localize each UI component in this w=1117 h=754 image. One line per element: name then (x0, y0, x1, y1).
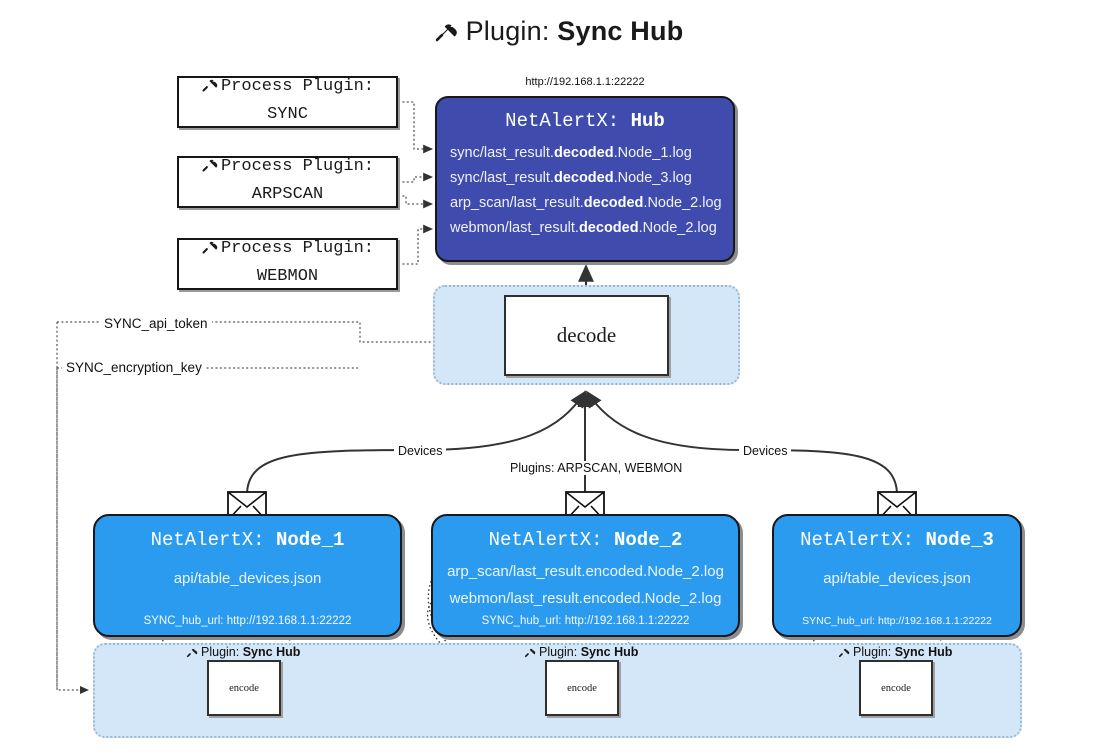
node-line: api/table_devices.json (173, 570, 322, 587)
plug-icon (524, 645, 537, 661)
node-box-node-3[interactable]: NetAlertX: Node_3 api/table_devices.json… (772, 514, 1022, 637)
process-plugin-label: Process Plugin: (220, 157, 375, 177)
node-title: NetAlertX: Node_3 (800, 529, 994, 551)
plug-icon (186, 645, 199, 661)
hub-log-line: arp_scan/last_result.decoded.Node_2.log (450, 195, 722, 211)
node-title: NetAlertX: Node_2 (488, 529, 683, 551)
secret-label-encryption-key: SYNC_encryption_key (62, 360, 206, 375)
hub-log-line: webmon/last_result.decoded.Node_2.log (450, 220, 717, 236)
node-line: webmon/last_result.encoded.Node_2.log (449, 590, 722, 607)
plug-icon (434, 17, 460, 50)
hub-url-label: http://192.168.1.1:22222 (525, 76, 645, 88)
edge-label-devices-left: Devices (394, 444, 447, 458)
encode-box-2[interactable]: encode (545, 660, 619, 716)
hub-title-name: Hub (630, 110, 665, 132)
node-line: api/table_devices.json (823, 570, 971, 587)
node-foot: SYNC_hub_url: http://192.168.1.1:22222 (143, 615, 352, 627)
process-plugin-value: SYNC (267, 105, 308, 124)
plug-icon (838, 645, 851, 661)
plug-icon (201, 154, 220, 183)
node-foot: SYNC_hub_url: http://192.168.1.1:22222 (802, 615, 992, 627)
hub-log-line: sync/last_result.decoded.Node_1.log (450, 145, 692, 161)
title-name: Sync Hub (557, 16, 684, 46)
edge-label-devices-right: Devices (739, 444, 792, 458)
encode-box-1[interactable]: encode (207, 660, 281, 716)
node-line: arp_scan/last_result.encoded.Node_2.log (447, 563, 724, 580)
hub-log-line: sync/last_result.decoded.Node_3.log (450, 170, 692, 186)
node-foot: SYNC_hub_url: http://192.168.1.1:22222 (481, 615, 690, 627)
encoder-caption-3: Plugin: Sync Hub (838, 645, 952, 661)
process-plugin-box-arpscan[interactable]: Process Plugin: ARPSCAN (177, 156, 398, 208)
process-plugin-box-sync[interactable]: Process Plugin: SYNC (177, 76, 398, 128)
encode-box-3[interactable]: encode (859, 660, 933, 716)
process-plugin-label: Process Plugin: (220, 77, 375, 97)
edge-label-plugins-center: Plugins: ARPSCAN, WEBMON (506, 461, 687, 475)
decode-box[interactable]: decode (504, 295, 669, 376)
node-box-node-1[interactable]: NetAlertX: Node_1 api/table_devices.json… (93, 514, 402, 637)
process-plugin-value: ARPSCAN (251, 185, 324, 204)
node-box-node-2[interactable]: NetAlertX: Node_2 arp_scan/last_result.e… (431, 514, 740, 637)
process-plugin-value: WEBMON (256, 267, 319, 286)
hub-log-list: sync/last_result.decoded.Node_1.log sync… (437, 141, 733, 241)
hub-title-prefix: NetAlertX: (505, 110, 620, 132)
title-prefix: Plugin: (465, 16, 550, 46)
secret-label-api-token: SYNC_api_token (100, 316, 212, 331)
hub-title: NetAlertX: Hub (437, 110, 733, 132)
encoder-caption-1: Plugin: Sync Hub (186, 645, 300, 661)
page-title: Plugin: Sync Hub (0, 16, 1117, 50)
plug-icon (201, 236, 220, 265)
plug-icon (201, 74, 220, 103)
node-title: NetAlertX: Node_1 (150, 529, 345, 551)
encoder-caption-2: Plugin: Sync Hub (524, 645, 638, 661)
process-plugin-box-webmon[interactable]: Process Plugin: WEBMON (177, 238, 398, 290)
process-plugin-label: Process Plugin: (220, 239, 375, 259)
hub-box[interactable]: NetAlertX: Hub sync/last_result.decoded.… (435, 96, 735, 262)
